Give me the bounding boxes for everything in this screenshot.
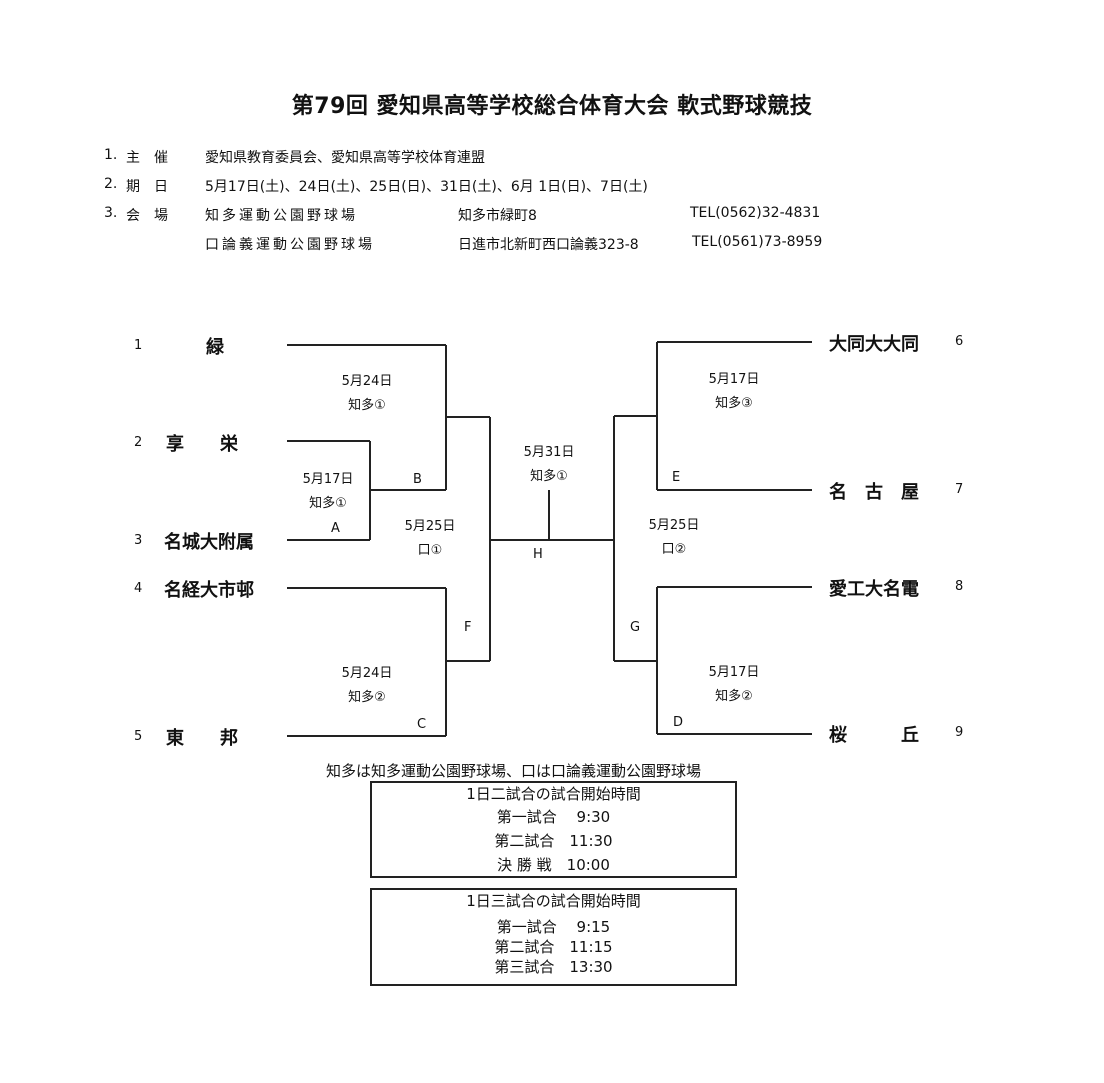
match-f-venue: 口①	[417, 543, 443, 558]
seed-5: 5	[134, 729, 143, 744]
organizer-value: 愛知県教育委員会、愛知県高等学校体育連盟	[205, 150, 485, 166]
match-h-id: H	[533, 547, 543, 562]
match-b-id: B	[413, 472, 422, 487]
match-g-venue: 口②	[661, 542, 687, 557]
match-a-info: 5月17日 知多①	[288, 468, 368, 516]
team-6: 大同大大同	[829, 334, 919, 355]
match-b-date: 5月24日	[341, 374, 393, 389]
match-c-info: 5月24日 知多②	[327, 662, 407, 710]
dates-value: 5月17日(土)、24日(土)、25日(日)、31日(土)、6月 1日(日)、7…	[205, 179, 648, 195]
match-a-id: A	[331, 521, 340, 536]
team-2: 享 栄	[166, 434, 238, 455]
match-e-venue: 知多③	[715, 396, 753, 411]
schedule-two-row-2: 第二試合 11:30	[494, 832, 613, 850]
seed-4: 4	[134, 581, 143, 596]
match-f-id: F	[464, 620, 472, 635]
seed-8: 8	[955, 579, 964, 594]
schedule-three-row-1: 第一試合 9:15	[496, 918, 611, 936]
match-d-id: D	[673, 715, 684, 730]
schedule-two-row-3: 決 勝 戦 10:00	[497, 856, 610, 874]
venue-name-2: 口論義運動公園野球場	[205, 237, 375, 253]
team-9: 桜 丘	[829, 725, 919, 746]
match-d-venue: 知多②	[715, 689, 753, 704]
seed-6: 6	[955, 334, 964, 349]
match-a-date: 5月17日	[302, 472, 354, 487]
match-c-venue: 知多②	[348, 690, 386, 705]
organizer-num: 1.	[104, 147, 118, 163]
seed-1: 1	[134, 338, 143, 353]
match-c-date: 5月24日	[341, 666, 393, 681]
dates-label: 期 日	[126, 179, 168, 195]
match-d-info: 5月17日 知多②	[694, 661, 774, 709]
match-d-date: 5月17日	[708, 665, 760, 680]
team-3: 名城大附属	[164, 532, 254, 553]
schedule-three-games-box: 1日三試合の試合開始時間 第一試合 9:15 第二試合 11:15 第三試合 1…	[370, 888, 737, 986]
match-e-date: 5月17日	[708, 372, 760, 387]
venue-address-2: 日進市北新町西口論義323-8	[458, 237, 639, 253]
schedule-three-title: 1日三試合の試合開始時間	[466, 892, 641, 910]
match-g-info: 5月25日 口②	[634, 514, 714, 562]
schedule-two-games-box: 1日二試合の試合開始時間 第一試合 9:30 第二試合 11:30 決 勝 戦 …	[370, 781, 737, 878]
match-g-id: G	[630, 620, 641, 635]
seed-9: 9	[955, 725, 964, 740]
team-7: 名 古 屋	[829, 482, 919, 503]
dates-num: 2.	[104, 176, 118, 192]
match-h-venue: 知多①	[530, 469, 568, 484]
schedule-three-row-2: 第二試合 11:15	[494, 938, 613, 956]
match-b-venue: 知多①	[348, 398, 386, 413]
match-a-venue: 知多①	[309, 496, 347, 511]
seed-2: 2	[134, 435, 143, 450]
team-4: 名経大市邨	[164, 580, 254, 601]
schedule-two-row-1: 第一試合 9:30	[496, 808, 611, 826]
match-c-id: C	[417, 717, 427, 732]
match-f-info: 5月25日 口①	[390, 515, 470, 563]
team-5: 東 邦	[166, 728, 238, 749]
page-title: 第79回 愛知県高等学校総合体育大会 軟式野球競技	[291, 94, 813, 119]
venue-tel-2: TEL(0561)73-8959	[692, 234, 823, 250]
match-f-date: 5月25日	[404, 519, 456, 534]
team-8: 愛工大名電	[829, 579, 919, 600]
match-h-date: 5月31日	[523, 445, 575, 460]
match-h-info: 5月31日 知多①	[509, 441, 589, 489]
venue-name-1: 知多運動公園野球場	[205, 208, 358, 224]
match-b-info: 5月24日 知多①	[327, 370, 407, 418]
seed-7: 7	[955, 482, 964, 497]
venue-tel-1: TEL(0562)32-4831	[690, 205, 821, 221]
venue-address-1: 知多市緑町8	[458, 208, 537, 224]
venues-num: 3.	[104, 205, 118, 221]
schedule-three-row-3: 第三試合 13:30	[494, 958, 613, 976]
match-e-id: E	[672, 470, 681, 485]
match-e-info: 5月17日 知多③	[694, 368, 774, 416]
seed-3: 3	[134, 533, 143, 548]
schedule-two-title: 1日二試合の試合開始時間	[466, 785, 641, 803]
organizer-label: 主 催	[126, 150, 168, 166]
venue-note: 知多は知多運動公園野球場、口は口論義運動公園野球場	[326, 762, 702, 780]
team-1: 緑	[206, 337, 224, 358]
match-g-date: 5月25日	[648, 518, 700, 533]
venues-label: 会 場	[126, 208, 168, 224]
